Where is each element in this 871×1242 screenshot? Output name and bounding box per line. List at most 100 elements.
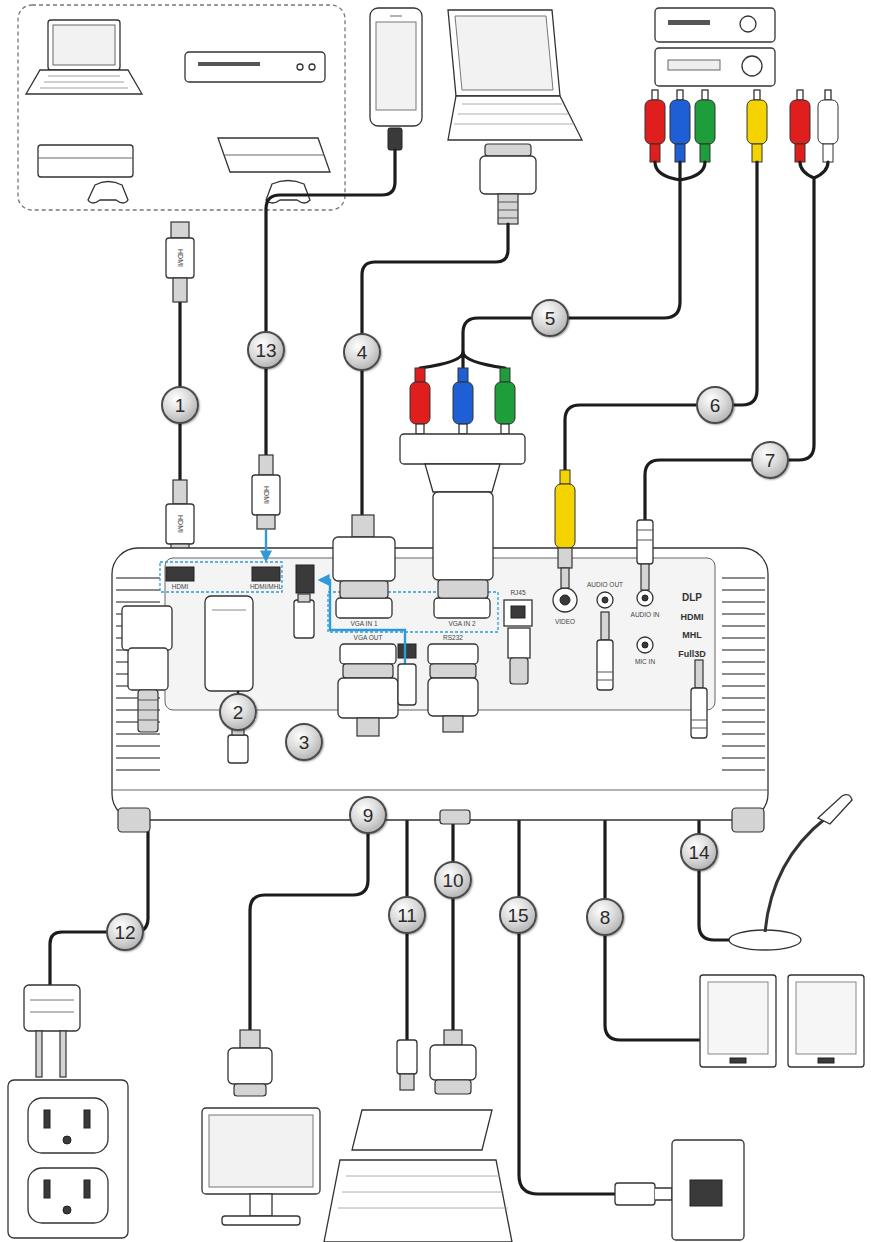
av-source-devices-part bbox=[655, 8, 775, 42]
callout-text: 14 bbox=[688, 843, 709, 862]
projector-body-part bbox=[722, 578, 765, 770]
hdmi-plug-part bbox=[173, 480, 187, 504]
insert-arrow bbox=[266, 530, 405, 664]
projector-body-part bbox=[440, 810, 470, 824]
port-label: HDMI/MHL bbox=[250, 584, 282, 591]
ethernet-wall-jack-part bbox=[690, 1180, 722, 1206]
callout-number: 5 bbox=[531, 299, 569, 337]
rca-plug-part bbox=[795, 144, 805, 162]
ethernet-wall-jack-part bbox=[672, 1140, 744, 1240]
source-device-group-part bbox=[198, 62, 260, 66]
callout-number: 14 bbox=[680, 833, 718, 871]
source-device-group-part bbox=[38, 158, 133, 159]
input-port-part bbox=[637, 637, 653, 653]
component-adapter-part bbox=[433, 492, 493, 580]
hdmi-plug-part bbox=[171, 222, 189, 238]
cable-part bbox=[463, 162, 705, 352]
callout-number: 3 bbox=[285, 723, 323, 761]
plug-label: HDMI bbox=[177, 515, 184, 533]
monitor-part bbox=[202, 1108, 320, 1194]
wall-outlet-part bbox=[28, 1168, 108, 1223]
callout-number: 8 bbox=[586, 898, 624, 936]
port-label: VGA IN 1 bbox=[350, 621, 377, 628]
rca-plug-part bbox=[558, 548, 572, 568]
source-device-group-part bbox=[309, 64, 315, 70]
callout-number: 12 bbox=[106, 913, 144, 951]
source-device-group bbox=[18, 5, 345, 210]
hdmi-plug-part bbox=[166, 504, 194, 544]
rca-plug-part bbox=[561, 568, 569, 588]
laptop-part bbox=[400, 1074, 414, 1090]
callout-number: 9 bbox=[349, 796, 387, 834]
component-adapter-part bbox=[458, 368, 468, 382]
laptop-part bbox=[430, 1045, 476, 1080]
vga-plug-part bbox=[443, 716, 463, 732]
wall-outlet-part bbox=[84, 1180, 90, 1198]
vga-plug-part bbox=[340, 581, 388, 598]
source-device-group-part bbox=[38, 145, 133, 177]
speaker-part bbox=[730, 1058, 746, 1063]
callout-text: 11 bbox=[397, 906, 417, 925]
callout-text: 5 bbox=[545, 309, 556, 328]
laptop-part bbox=[455, 16, 553, 90]
wall-outlet-part bbox=[60, 1031, 66, 1077]
component-adapter-part bbox=[425, 464, 500, 492]
input-port-part bbox=[434, 598, 490, 618]
audio-jack-plug-part bbox=[691, 720, 707, 728]
wall-outlet-part bbox=[24, 985, 80, 1031]
callout-text: 12 bbox=[114, 923, 135, 942]
ethernet-wall-jack-part bbox=[655, 1188, 672, 1200]
component-adapter-part bbox=[438, 580, 488, 598]
rca-plug-part bbox=[670, 100, 690, 144]
cable-part bbox=[266, 150, 395, 455]
laptop-part bbox=[448, 10, 560, 96]
callout-number: 11 bbox=[388, 896, 426, 934]
input-port-part bbox=[336, 598, 392, 618]
port-label: AUDIO IN bbox=[631, 612, 660, 619]
laptop-part bbox=[444, 1030, 462, 1045]
cable-part bbox=[362, 224, 508, 515]
callout-text: 6 bbox=[710, 396, 721, 415]
audio-jack-plug-part bbox=[637, 520, 653, 564]
laptop bbox=[324, 1030, 512, 1242]
monitor-part bbox=[250, 1194, 272, 1216]
laptop-part bbox=[338, 1176, 508, 1208]
monitor-part bbox=[234, 1084, 266, 1096]
input-port-part bbox=[560, 595, 570, 605]
smartphone-part bbox=[370, 8, 422, 126]
source-device-group-part bbox=[266, 181, 310, 204]
hdmi-plug-part bbox=[257, 515, 275, 529]
projector-body bbox=[112, 548, 768, 832]
projector-body-part bbox=[112, 548, 768, 820]
laptop bbox=[448, 10, 582, 140]
source-device-group-part bbox=[40, 76, 128, 88]
ethernet-wall-jack bbox=[615, 1140, 744, 1240]
usb-plug-part bbox=[228, 735, 248, 763]
logo-text: MHL bbox=[682, 631, 702, 640]
microphone-part bbox=[818, 795, 852, 824]
vga-plug-part bbox=[498, 194, 518, 224]
microphone bbox=[729, 795, 852, 950]
audio-jack-plug-part bbox=[695, 660, 703, 688]
source-device-group-part bbox=[18, 5, 345, 210]
rca-plug-part bbox=[752, 144, 762, 162]
hdmi-plug-part bbox=[166, 238, 194, 278]
vga-plug-part bbox=[485, 144, 531, 156]
av-source-devices-part bbox=[742, 56, 762, 76]
callout-text: 2 bbox=[233, 703, 244, 722]
port-label: MIC IN bbox=[635, 659, 655, 666]
monitor-part bbox=[228, 1048, 272, 1084]
plug-label: HDMI bbox=[263, 486, 270, 504]
wall-outlet bbox=[8, 985, 128, 1238]
input-port-part bbox=[602, 597, 608, 603]
monitor bbox=[202, 1030, 320, 1225]
input-port-part bbox=[428, 644, 478, 664]
wall-outlet-part bbox=[63, 1136, 71, 1144]
vga-plug-part bbox=[430, 664, 476, 678]
laptop-part bbox=[324, 1160, 512, 1242]
av-source-devices bbox=[655, 8, 775, 86]
callout-text: 10 bbox=[442, 871, 463, 890]
component-adapter-part bbox=[495, 382, 515, 424]
microphone-part bbox=[765, 818, 826, 932]
port-label: VGA OUT bbox=[354, 635, 383, 642]
